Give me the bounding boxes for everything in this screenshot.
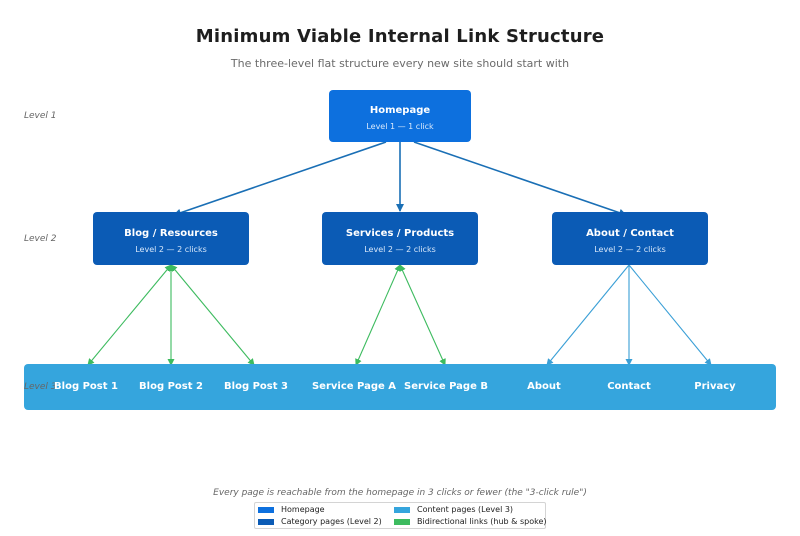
- content-page-node: Service Page A: [311, 381, 397, 392]
- homepage-node-title: Homepage: [369, 105, 431, 116]
- level-2-label: Level 2: [24, 234, 57, 244]
- edge-blog-post1: [87, 264, 172, 366]
- legend-swatch-bidirectional: [394, 518, 410, 525]
- level-1-label: Level 1: [24, 111, 57, 121]
- category-node-sub: Level 2 — 2 clicks: [594, 245, 666, 254]
- footnote: Every page is reachable from the homepag…: [213, 488, 587, 498]
- homepage-node: Homepage Level 1 — 1 click: [329, 90, 471, 142]
- legend-label: Bidirectional links (hub & spoke): [417, 517, 547, 526]
- content-page-node: Privacy: [694, 381, 736, 392]
- content-page-node: Blog Post 1: [54, 381, 118, 392]
- diagram-subtitle: The three-level flat structure every new…: [230, 57, 570, 70]
- category-node-sub: Level 2 — 2 clicks: [135, 245, 207, 254]
- legend-swatch-homepage: [258, 506, 274, 513]
- content-pages-band: [24, 364, 776, 410]
- category-node-services: Services / Products Level 2 — 2 clicks: [322, 212, 478, 265]
- content-page-node: Contact: [607, 381, 651, 392]
- content-page-node: Service Page B: [404, 381, 488, 392]
- legend-item-homepage: Homepage: [258, 505, 325, 514]
- level-3-label: Level 3: [24, 382, 57, 392]
- edge-home-about: [413, 141, 627, 217]
- homepage-node-sub: Level 1 — 1 click: [366, 122, 434, 131]
- edge-home-blog: [173, 141, 387, 217]
- content-page-node: Blog Post 2: [139, 381, 203, 392]
- category-node-about: About / Contact Level 2 — 2 clicks: [552, 212, 708, 265]
- content-page-node: About: [527, 381, 561, 392]
- category-node-sub: Level 2 — 2 clicks: [364, 245, 436, 254]
- legend-label: Homepage: [281, 505, 325, 514]
- edge-services-b: [399, 264, 446, 366]
- legend-item-content: Content pages (Level 3): [394, 505, 513, 514]
- edge-about-privacy: [628, 264, 712, 366]
- edge-services-a: [355, 264, 401, 366]
- legend-label: Content pages (Level 3): [417, 505, 514, 514]
- legend-swatch-category: [258, 518, 274, 525]
- edge-about-about: [546, 264, 630, 366]
- diagram-title: Minimum Viable Internal Link Structure: [195, 26, 605, 47]
- content-page-node: Blog Post 3: [224, 381, 288, 392]
- legend-item-category: Category pages (Level 2): [258, 517, 382, 526]
- edge-blog-post3: [170, 264, 255, 366]
- legend-swatch-content: [394, 506, 410, 513]
- category-node-title: About / Contact: [586, 228, 674, 239]
- category-node-blog: Blog / Resources Level 2 — 2 clicks: [93, 212, 249, 265]
- legend-item-bidirectional: Bidirectional links (hub & spoke): [394, 517, 547, 526]
- legend-label: Category pages (Level 2): [281, 517, 382, 526]
- category-node-title: Services / Products: [345, 228, 455, 239]
- legend: Homepage Category pages (Level 2) Conten…: [254, 502, 547, 529]
- category-node-title: Blog / Resources: [124, 228, 218, 239]
